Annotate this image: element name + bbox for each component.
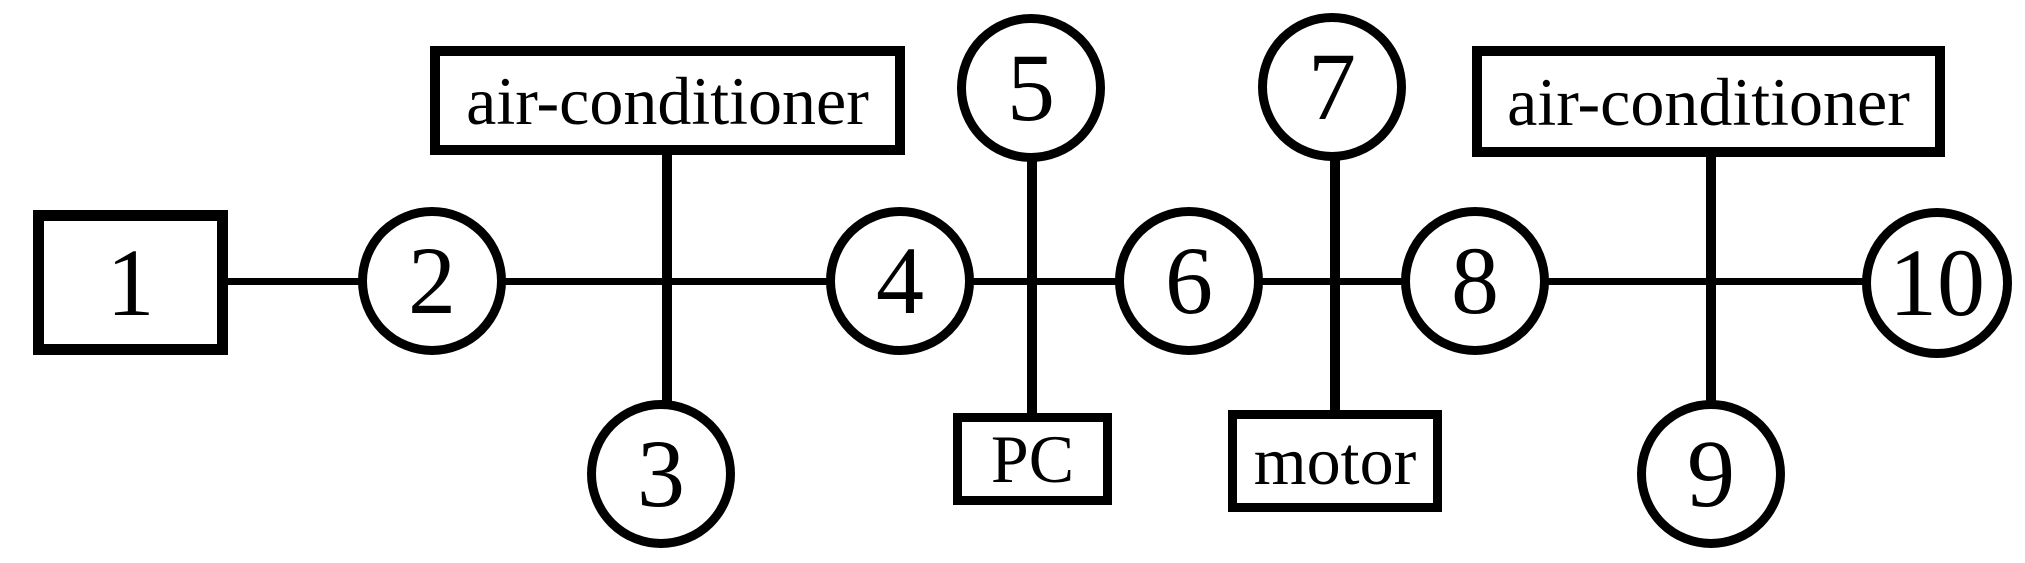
- tap-line-5-to-pc: [1027, 158, 1037, 420]
- pc-label: PC: [990, 421, 1075, 497]
- node-9: 9: [1637, 400, 1785, 548]
- pc-box: PC: [953, 413, 1112, 505]
- tap-line-7-to-motor: [1330, 148, 1340, 416]
- node-10-label: 10: [1889, 229, 1985, 336]
- node-5-label: 5: [1007, 34, 1055, 141]
- air-conditioner-box-right: air-conditioner: [1472, 46, 1945, 157]
- node-9-label: 9: [1687, 420, 1735, 527]
- node-5: 5: [957, 14, 1105, 162]
- air-conditioner-box-left: air-conditioner: [430, 46, 905, 155]
- air-conditioner-left-label: air-conditioner: [466, 62, 869, 139]
- air-conditioner-right-label: air-conditioner: [1507, 63, 1910, 140]
- node-8-label: 8: [1451, 227, 1499, 334]
- node-3: 3: [587, 400, 735, 548]
- node-10: 10: [1862, 208, 2012, 358]
- motor-box: motor: [1228, 410, 1442, 512]
- node-7-label: 7: [1308, 33, 1356, 140]
- node-6: 6: [1115, 207, 1263, 355]
- node-4: 4: [826, 207, 974, 355]
- node-1-label: 1: [106, 228, 155, 336]
- tap-line-ac-right-to-9: [1706, 152, 1716, 408]
- node-7: 7: [1258, 13, 1406, 161]
- motor-label: motor: [1253, 423, 1417, 499]
- node-6-label: 6: [1165, 227, 1213, 334]
- node-4-label: 4: [876, 227, 924, 334]
- node-3-label: 3: [637, 420, 685, 527]
- node-1-box: 1: [33, 210, 228, 355]
- node-2-label: 2: [408, 227, 456, 334]
- node-2: 2: [358, 207, 506, 355]
- node-8: 8: [1401, 207, 1549, 355]
- tap-line-ac-left-to-3: [662, 150, 672, 410]
